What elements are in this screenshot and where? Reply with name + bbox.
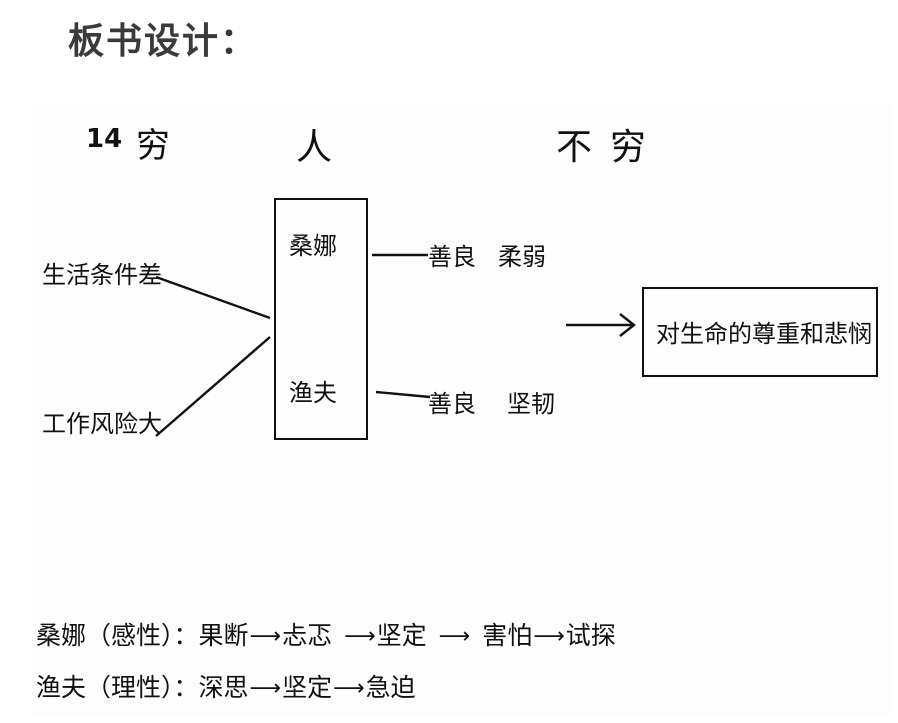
yufu-trait-tough: 坚韧 xyxy=(507,390,555,418)
summary-step: 果断 xyxy=(198,621,249,650)
title-ren: 人 xyxy=(296,127,333,168)
connector-yufu-trait xyxy=(375,390,431,399)
summary-line-yufu: 渔夫（理性）：深思⟶坚定⟶急迫 xyxy=(36,668,416,704)
summary-step: 试探 xyxy=(565,621,616,650)
page-heading: 板书设计： xyxy=(68,21,259,62)
right-arrow-icon: ⟶ xyxy=(249,624,282,649)
right-arrow-icon: ⟶ xyxy=(344,624,376,649)
title-qiong: 穷 xyxy=(136,126,170,166)
summary-label-sangna: 桑娜（感性）： xyxy=(36,621,199,650)
summary-step: 急迫 xyxy=(365,673,416,702)
summary-step: 深思 xyxy=(198,673,249,702)
sangna-trait-kind: 善良 xyxy=(428,243,476,271)
summary-label-yufu: 渔夫（理性）： xyxy=(36,673,199,702)
title-qiong-2: 穷 xyxy=(610,127,647,168)
summary-line-sangna: 桑娜（感性）：果断⟶忐忑⟶坚定⟶害怕⟶试探 xyxy=(36,616,616,652)
connector-cause1 xyxy=(155,275,271,320)
lesson-number: 14 xyxy=(86,124,123,154)
title-bu: 不 xyxy=(556,127,593,168)
summary-step: 坚定 xyxy=(282,673,333,702)
yufu-trait-kind: 善良 xyxy=(428,390,476,418)
right-arrow-icon: ⟶ xyxy=(333,676,365,701)
right-arrow-icon: ⟶ xyxy=(438,624,471,649)
arrow-head-icon xyxy=(619,313,636,337)
characters-box xyxy=(274,198,368,440)
summary-step: 坚定 xyxy=(376,621,427,650)
right-arrow-icon: ⟶ xyxy=(533,624,565,649)
conclusion-text: 对生命的尊重和悲悯 xyxy=(656,320,872,348)
sangna-trait-weak: 柔弱 xyxy=(498,243,546,271)
cause-living-conditions: 生活条件差 xyxy=(42,261,162,289)
connector-cause2 xyxy=(155,336,271,437)
summary-step: 害怕 xyxy=(482,621,533,650)
board-panel xyxy=(32,104,890,716)
character-yufu: 渔夫 xyxy=(289,379,337,407)
character-sangna: 桑娜 xyxy=(289,232,337,260)
conclusion-box xyxy=(642,287,878,377)
right-arrow-icon: ⟶ xyxy=(249,676,282,701)
summary-step: 忐忑 xyxy=(282,621,333,650)
cause-work-risk: 工作风险大 xyxy=(42,410,162,438)
